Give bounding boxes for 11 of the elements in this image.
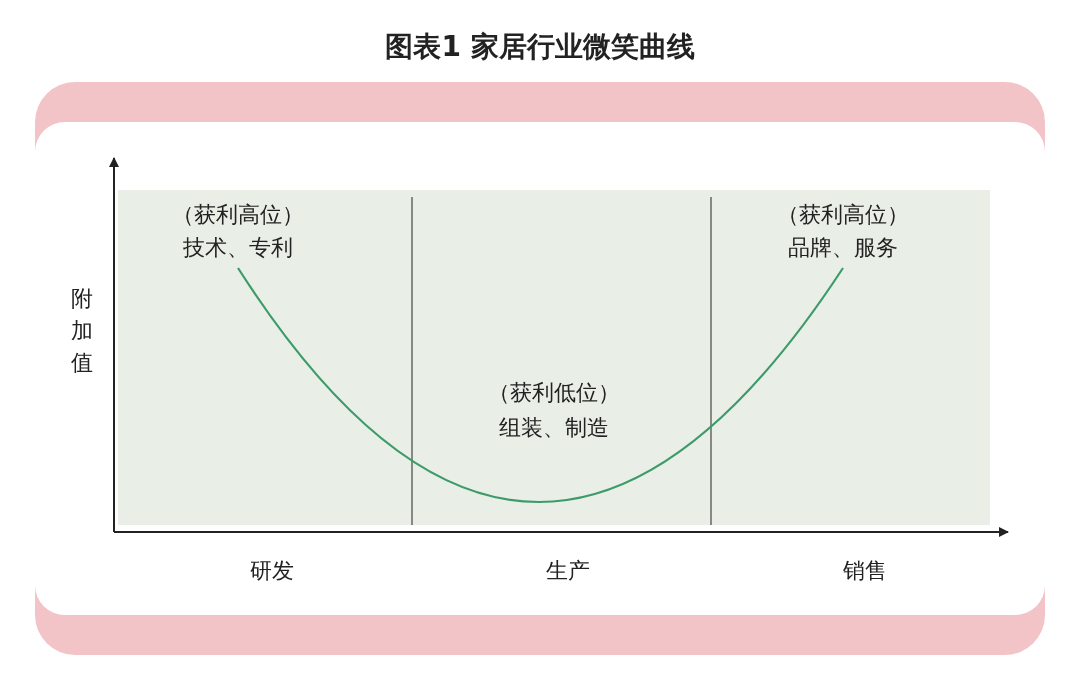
stage-label: 技术、专利: [183, 234, 293, 262]
axis-category: 销售: [843, 557, 887, 585]
stage-label: 品牌、服务: [788, 234, 898, 262]
axis-title: 附加值: [71, 285, 93, 377]
profit-label: （获利高位）: [777, 201, 909, 229]
chart-title: 图表1 家居行业微笑曲线: [384, 29, 696, 65]
profit-label: （获利高位）: [172, 201, 304, 229]
stage-label: 组装、制造: [499, 414, 609, 442]
axis-category: 研发: [250, 557, 294, 585]
profit-label: （获利低位）: [488, 379, 620, 407]
axis-category: 生产: [546, 557, 590, 585]
